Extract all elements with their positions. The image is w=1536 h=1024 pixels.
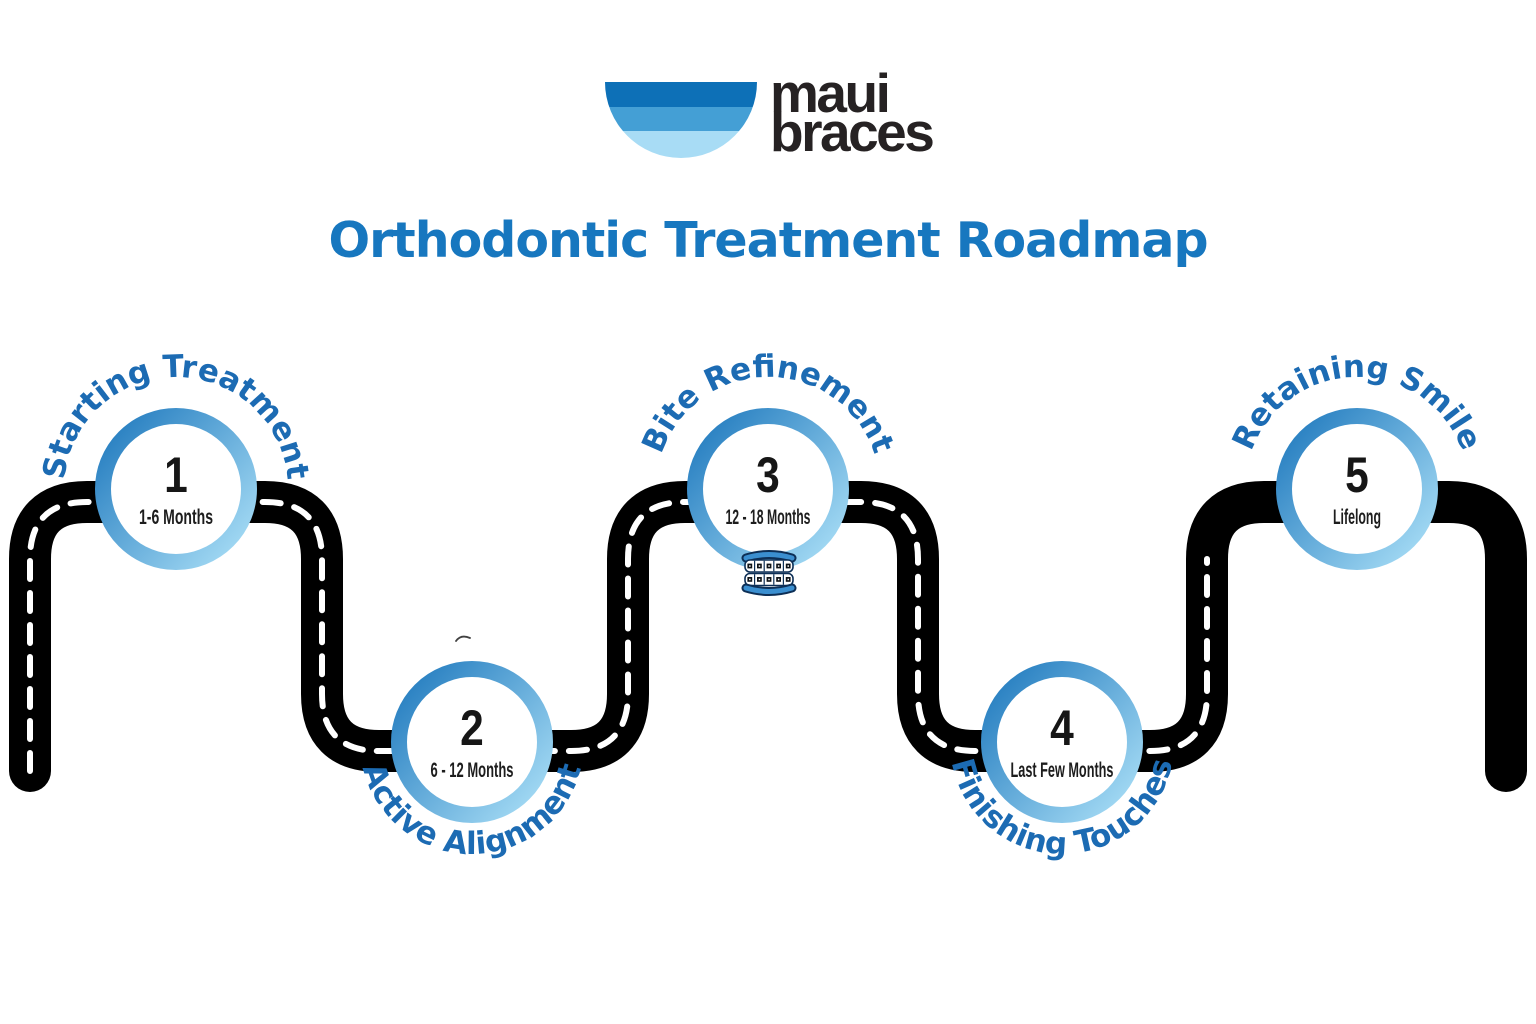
milestone-5: 5 Lifelong Retaining Smile <box>1225 349 1489 570</box>
milestone-4: 4 Last Few Months Finishing Touches <box>944 661 1180 862</box>
milestone-2: 2 6 - 12 Months Active Alignment <box>355 661 589 862</box>
milestone-2-ring <box>391 661 553 823</box>
braces-teeth-icon <box>741 550 797 596</box>
milestone-4-number: 4 <box>1050 700 1074 756</box>
milestone-4-ring <box>981 661 1143 823</box>
stray-mark <box>455 635 471 642</box>
brand-wordmark-line2: braces <box>770 101 933 163</box>
milestone-5-duration: Lifelong <box>1333 506 1381 529</box>
milestone-1-ring <box>95 408 257 570</box>
milestone-5-number: 5 <box>1345 447 1369 503</box>
half-circle-wave-icon <box>605 82 757 158</box>
milestone-3-duration: 12 - 18 Months <box>726 506 811 529</box>
milestone-1: 1 1-6 Months Starting Treatment <box>36 349 316 570</box>
milestone-3: 3 12 - 18 Months Bite Refinement <box>635 349 901 596</box>
page-title: Orthodontic Treatment Roadmap <box>328 212 1207 269</box>
milestone-1-duration: 1-6 Months <box>139 506 213 529</box>
milestone-2-number: 2 <box>460 700 484 756</box>
brand-wordmark-line1: maui <box>770 62 888 124</box>
milestone-5-ring <box>1276 408 1438 570</box>
milestone-1-number: 1 <box>164 447 188 503</box>
road-center-dashes <box>27 499 1210 774</box>
brand-logo: maui braces <box>605 62 936 163</box>
milestone-3-number: 3 <box>756 447 780 503</box>
milestone-4-duration: Last Few Months <box>1011 759 1114 782</box>
milestone-2-duration: 6 - 12 Months <box>431 759 514 782</box>
